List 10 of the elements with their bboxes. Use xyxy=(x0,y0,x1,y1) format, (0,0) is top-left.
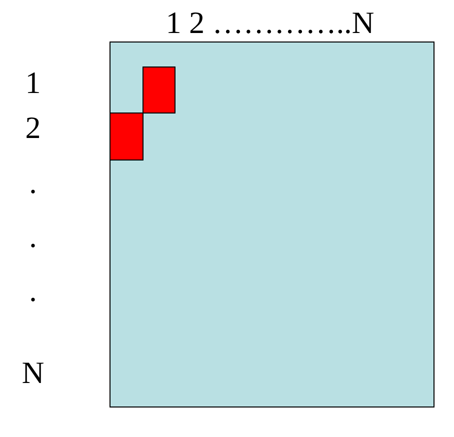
axis-label: . xyxy=(31,298,35,302)
axis-label: . xyxy=(31,190,35,194)
axis-label: . xyxy=(31,244,35,248)
axis-label: 1 xyxy=(28,72,39,93)
filled-cell xyxy=(142,66,176,114)
matrix-square xyxy=(110,42,434,408)
axis-label: 2 xyxy=(26,117,40,138)
axis-label: N xyxy=(22,362,44,383)
axis-label: 1 2 …………..N xyxy=(168,12,374,34)
filled-cell xyxy=(110,112,144,160)
